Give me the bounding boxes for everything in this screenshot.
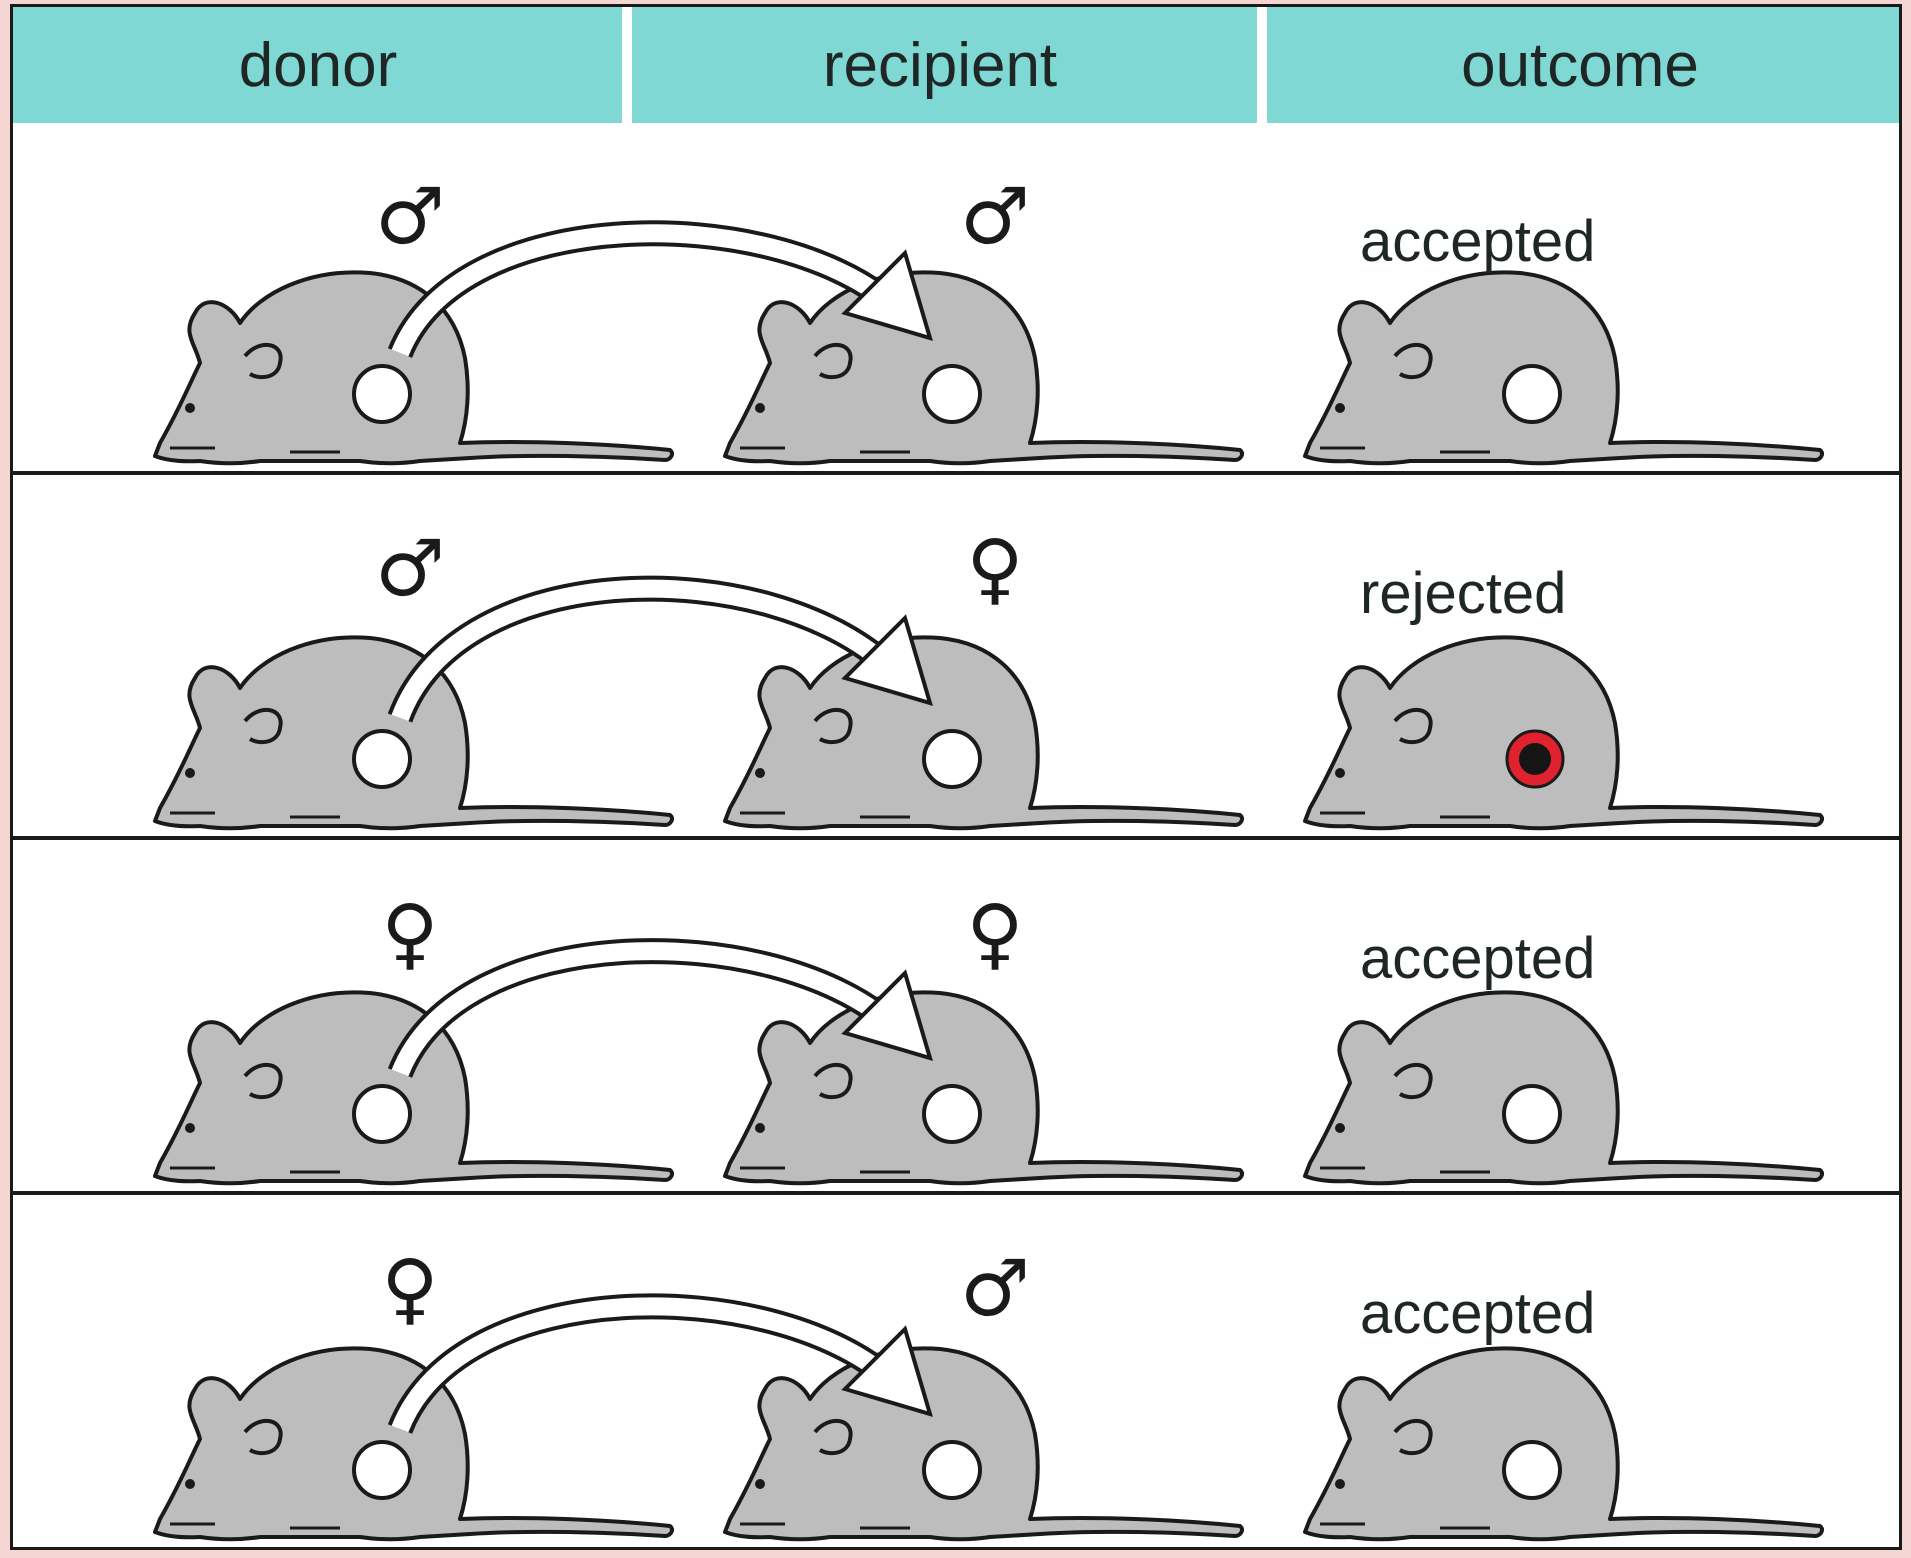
outcome-mouse bbox=[1303, 1346, 1825, 1542]
outcome-label: accepted bbox=[1360, 209, 1595, 274]
row-divider bbox=[13, 471, 1899, 475]
graft-site-icon bbox=[352, 364, 412, 424]
recipient-sex-symbol: ♀ bbox=[966, 524, 1023, 614]
header-donor: donor bbox=[239, 31, 398, 100]
transfer-arrow bbox=[391, 942, 896, 1077]
recipient-mouse bbox=[723, 635, 1245, 831]
donor-mouse bbox=[153, 1346, 675, 1542]
graft-row: ♀ ♀ accepted bbox=[153, 889, 1825, 1186]
recipient-sex-symbol: ♂ bbox=[960, 172, 1030, 262]
header-band bbox=[13, 7, 1899, 123]
arrowhead-icon bbox=[841, 249, 933, 341]
outcome-mouse bbox=[1303, 635, 1825, 831]
header-divider bbox=[1257, 7, 1267, 123]
graft-site-icon bbox=[1502, 1084, 1562, 1144]
graft-site-icon bbox=[922, 364, 982, 424]
graft-site-icon bbox=[352, 729, 412, 789]
graft-site-icon bbox=[352, 1440, 412, 1500]
outcome-label: accepted bbox=[1360, 926, 1595, 991]
graft-row: ♂ ♂ accepted bbox=[153, 172, 1825, 466]
graft-row: ♂ ♀ rejected bbox=[153, 524, 1825, 831]
graft-site-icon bbox=[922, 729, 982, 789]
recipient-sex-symbol: ♂ bbox=[960, 1244, 1030, 1334]
row-divider bbox=[13, 1191, 1899, 1195]
rejected-graft-core bbox=[1519, 743, 1551, 775]
header-outcome: outcome bbox=[1461, 31, 1699, 100]
graft-site-icon bbox=[1502, 364, 1562, 424]
graft-row: ♀ ♂ accepted bbox=[153, 1244, 1825, 1542]
outcome-label: rejected bbox=[1360, 561, 1566, 626]
donor-sex-symbol: ♀ bbox=[381, 1244, 438, 1334]
recipient-mouse bbox=[723, 990, 1245, 1186]
transfer-arrow bbox=[391, 224, 896, 357]
transfer-arrow bbox=[391, 579, 897, 722]
donor-mouse bbox=[153, 990, 675, 1186]
graft-site-icon bbox=[922, 1440, 982, 1500]
donor-sex-symbol: ♂ bbox=[375, 172, 445, 262]
donor-sex-symbol: ♀ bbox=[381, 889, 438, 979]
row-divider bbox=[13, 836, 1899, 840]
outcome-label: accepted bbox=[1360, 1281, 1595, 1346]
donor-sex-symbol: ♂ bbox=[375, 524, 445, 614]
recipient-mouse bbox=[723, 1346, 1245, 1542]
donor-mouse bbox=[153, 270, 675, 466]
graft-site-icon bbox=[352, 1084, 412, 1144]
header-divider bbox=[622, 7, 632, 123]
arrowhead-icon bbox=[841, 614, 933, 706]
arrowhead-icon bbox=[841, 1325, 933, 1417]
outcome-mouse bbox=[1303, 990, 1825, 1186]
header-recipient: recipient bbox=[823, 31, 1057, 100]
transfer-arrow bbox=[391, 1297, 896, 1433]
arrowhead-icon bbox=[841, 969, 933, 1061]
recipient-sex-symbol: ♀ bbox=[966, 889, 1023, 979]
graft-site-icon bbox=[1502, 1440, 1562, 1500]
donor-mouse bbox=[153, 635, 675, 831]
outcome-mouse bbox=[1303, 270, 1825, 466]
recipient-mouse bbox=[723, 270, 1245, 466]
graft-site-icon bbox=[922, 1084, 982, 1144]
